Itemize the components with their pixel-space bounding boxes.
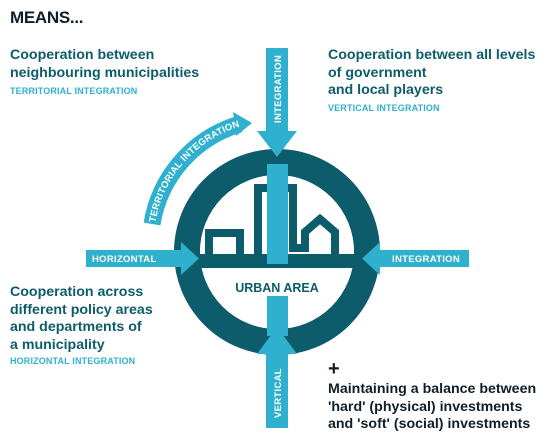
horizontal-band-left bbox=[86, 250, 186, 267]
arrow-top-label: INTEGRATION bbox=[273, 55, 284, 123]
arrow-top-shaft bbox=[266, 48, 288, 134]
vertical-band-bottom bbox=[267, 296, 288, 336]
center-label: URBAN AREA bbox=[235, 281, 319, 295]
vertical-cooperation-title: Cooperation between all levels of govern… bbox=[328, 47, 535, 100]
arrow-left-head bbox=[362, 242, 380, 275]
arrow-right-head bbox=[181, 242, 199, 275]
title-line: and departments of bbox=[10, 319, 142, 335]
title-line: neighbouring municipalities bbox=[10, 64, 200, 81]
title-line: Cooperation between bbox=[10, 47, 155, 63]
title-line: and local players bbox=[328, 82, 444, 98]
territorial-cooperation-title: Cooperation between neighbouring municip… bbox=[10, 47, 199, 82]
arrow-up-head bbox=[257, 327, 297, 354]
title-line: Cooperation across bbox=[10, 284, 144, 300]
arrow-down-head bbox=[257, 131, 297, 157]
arrow-left-label: HORIZONTAL bbox=[92, 254, 157, 265]
arrow-bottom-label: VERTICAL bbox=[273, 368, 284, 418]
plus-sign: + bbox=[328, 358, 340, 380]
arrow-bottom-shaft bbox=[266, 352, 288, 428]
vertical-band-top bbox=[267, 164, 288, 264]
territorial-integration-label: TERRITORIAL INTEGRATION bbox=[10, 86, 138, 96]
title-line: different policy areas bbox=[10, 301, 153, 318]
page-heading: MEANS... bbox=[10, 8, 84, 27]
title-line: Maintaining a balance between bbox=[328, 381, 537, 397]
title-line: of government bbox=[328, 64, 427, 81]
title-line: 'hard' (physical) investments bbox=[328, 398, 523, 415]
vertical-integration-label: VERTICAL INTEGRATION bbox=[328, 103, 440, 113]
title-line: a municipality bbox=[10, 336, 105, 353]
horizontal-band-right bbox=[379, 250, 469, 267]
arrow-right-label: INTEGRATION bbox=[392, 254, 460, 265]
territorial-arrow-band bbox=[143, 115, 243, 226]
title-line: Cooperation between all levels bbox=[328, 47, 536, 63]
horizontal-cooperation-title: Cooperation across different policy area… bbox=[10, 284, 153, 354]
territorial-arrow-head bbox=[233, 112, 252, 136]
city-skyline bbox=[185, 184, 370, 262]
horizontal-integration-label: HORIZONTAL INTEGRATION bbox=[10, 356, 136, 366]
